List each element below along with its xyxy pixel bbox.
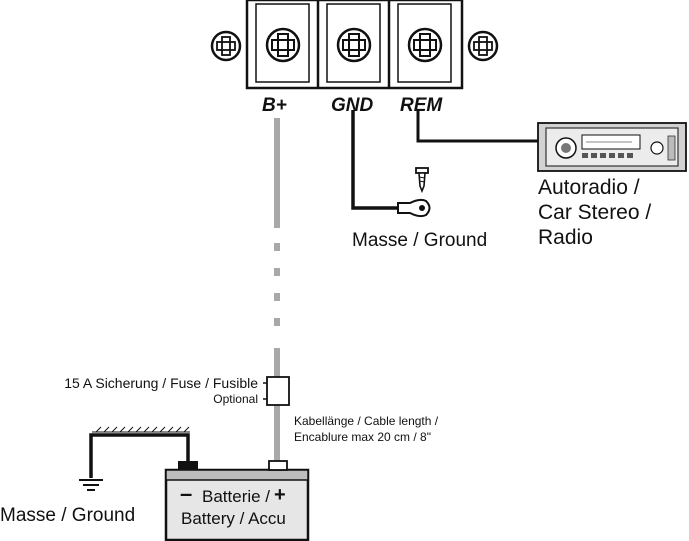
ground-label-bottom: Masse / Ground [0, 505, 135, 526]
radio-label-line1: Autoradio / [538, 176, 640, 199]
radio-label-line3: Radio [538, 226, 593, 249]
battery-label-line2: Battery / Accu [181, 509, 286, 528]
cable-length-label-line2: Encablure max 20 cm / 8" [294, 430, 431, 444]
fuse-icon [263, 376, 290, 406]
battery-label-line1: Batterie / [202, 487, 270, 506]
terminal-screw-icon [336, 27, 372, 63]
ground-hatching [92, 426, 190, 433]
terminal-label-bplus: B+ [262, 95, 287, 116]
cable-length-label-line1: Kabellänge / Cable length / [294, 414, 439, 428]
ring-terminal-icon [397, 198, 431, 218]
fuse-optional-label: Optional [213, 392, 258, 406]
battery-positive-terminal [268, 460, 288, 471]
radio-label-line2: Car Stereo / [538, 201, 651, 224]
battery-minus-sign: – [180, 481, 192, 506]
rem-wire [416, 110, 540, 143]
fuse-label: 15 A Sicherung / Fuse / Fusible [64, 375, 258, 391]
battery-plus-sign: + [274, 484, 286, 506]
terminal-screw-icon [265, 27, 301, 63]
terminal-block [210, 0, 499, 90]
mounting-screw-icon [210, 30, 242, 62]
terminal-label-rem: REM [400, 95, 443, 116]
ground-symbol-icon [79, 479, 103, 491]
ground-screw-icon [415, 167, 429, 194]
terminal-label-gnd: GND [331, 95, 374, 116]
car-stereo-icon [537, 122, 687, 172]
battery-negative-terminal [178, 461, 198, 470]
ground-label-top: Masse / Ground [352, 230, 487, 251]
battery [79, 426, 310, 541]
mounting-screw-icon [467, 30, 499, 62]
terminal-screw-icon [407, 27, 443, 63]
gnd-wire [351, 110, 400, 210]
